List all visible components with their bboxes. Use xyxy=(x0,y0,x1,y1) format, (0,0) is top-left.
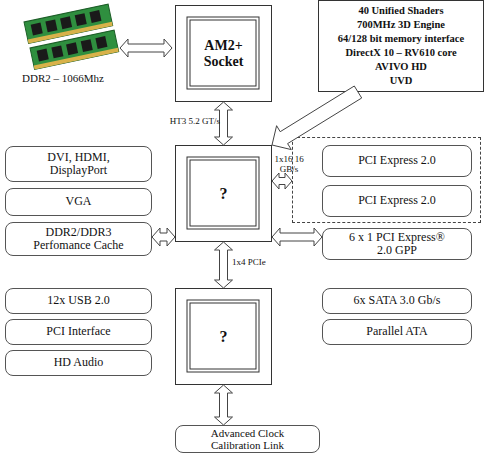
ram-pins xyxy=(28,22,113,44)
spec-callout: 40 Unified Shaders700MHz 3D Engine64/128… xyxy=(318,0,484,92)
io-box: PCI Express 2.0 xyxy=(322,145,472,177)
hollow-arrow xyxy=(215,242,233,288)
node-text: PCI Interface xyxy=(46,325,110,338)
ram-chip xyxy=(51,45,63,58)
node-text: PCI Express 2.0 xyxy=(358,154,436,167)
chip-inner-square xyxy=(187,17,259,89)
ram-board xyxy=(24,4,113,43)
edge-label: HT3 5.2 GT/s xyxy=(158,117,220,127)
chip-inner-square xyxy=(190,20,256,86)
node-text: 40 Unified Shaders xyxy=(358,4,443,18)
node-text: HD Audio xyxy=(54,356,104,369)
node-text: DirectX 10 – RV610 core xyxy=(345,46,456,60)
node-text: 12x USB 2.0 xyxy=(47,294,109,307)
node-text: 6 x 1 PCI Express® 2.0 GPP xyxy=(342,231,452,258)
node-text: Advanced Clock Calibration Link xyxy=(188,427,308,451)
ram-chip xyxy=(89,10,101,23)
ram-chip xyxy=(60,16,72,29)
node-text: VGA xyxy=(66,195,92,208)
ram-module xyxy=(24,4,113,43)
ram-chip xyxy=(95,36,107,49)
ram-chip xyxy=(31,23,43,36)
chip-inner-square xyxy=(190,160,256,226)
hollow-arrow xyxy=(272,228,322,246)
node-text: AM2+ Socket xyxy=(193,38,255,69)
cpu-socket: AM2+ Socket xyxy=(175,5,272,102)
ram-chip xyxy=(75,13,87,26)
io-box: PCI Express 2.0 xyxy=(322,185,472,217)
node-text: 700MHz 3D Engine xyxy=(357,18,445,32)
io-box: 6x SATA 3.0 Gb/s xyxy=(322,288,472,314)
chip-inner-square xyxy=(187,300,259,372)
io-box: 12x USB 2.0 xyxy=(5,288,152,314)
node-text: Parallel ATA xyxy=(366,325,427,338)
ram-chip xyxy=(45,19,57,32)
hollow-arrow xyxy=(272,86,362,150)
ram-chip xyxy=(66,42,78,55)
ram-chip xyxy=(37,49,49,62)
ram-chip xyxy=(81,39,93,52)
node-text: PCI Express 2.0 xyxy=(358,194,436,207)
southbridge-chip: ? xyxy=(175,288,272,385)
io-box: Advanced Clock Calibration Link xyxy=(175,425,320,453)
edge-label: 1x16 16 GB/s xyxy=(268,155,310,175)
io-box: VGA xyxy=(5,188,152,216)
node-text: ? xyxy=(220,328,228,346)
hollow-arrow xyxy=(152,228,175,246)
ram-pins xyxy=(34,48,119,70)
io-box: HD Audio xyxy=(5,350,152,376)
chip-inner-square xyxy=(190,303,256,369)
node-text: 6x SATA 3.0 Gb/s xyxy=(353,294,440,307)
ram-board xyxy=(30,30,119,69)
io-box: PCI Interface xyxy=(5,319,152,345)
northbridge-chip: ? xyxy=(175,145,272,242)
hollow-arrow xyxy=(272,173,292,189)
io-box: DVI, HDMI, DisplayPort xyxy=(5,146,152,182)
edge-label: 1x4 PCIe xyxy=(232,258,282,268)
node-text: ? xyxy=(220,185,228,203)
node-text: AVIVO HD xyxy=(375,60,427,74)
part-label: DDR2 – 1066Mhz xyxy=(22,72,104,84)
io-box: 6 x 1 PCI Express® 2.0 GPP xyxy=(322,228,472,260)
node-text: 64/128 bit memory interface xyxy=(338,32,464,46)
chip-inner-square xyxy=(187,157,259,229)
io-box: DDR2/DDR3 Perfomance Cache xyxy=(5,222,152,256)
node-text: DVI, HDMI, DisplayPort xyxy=(34,151,124,178)
dashed-group: PCI Express 2.0PCI Express 2.0 xyxy=(292,137,481,223)
io-box: Parallel ATA xyxy=(322,319,472,345)
ram-module xyxy=(30,30,119,69)
hollow-arrow xyxy=(215,385,233,425)
node-text: DDR2/DDR3 Perfomance Cache xyxy=(29,226,129,253)
node-text: UVD xyxy=(390,74,413,88)
hollow-arrow xyxy=(120,39,172,57)
